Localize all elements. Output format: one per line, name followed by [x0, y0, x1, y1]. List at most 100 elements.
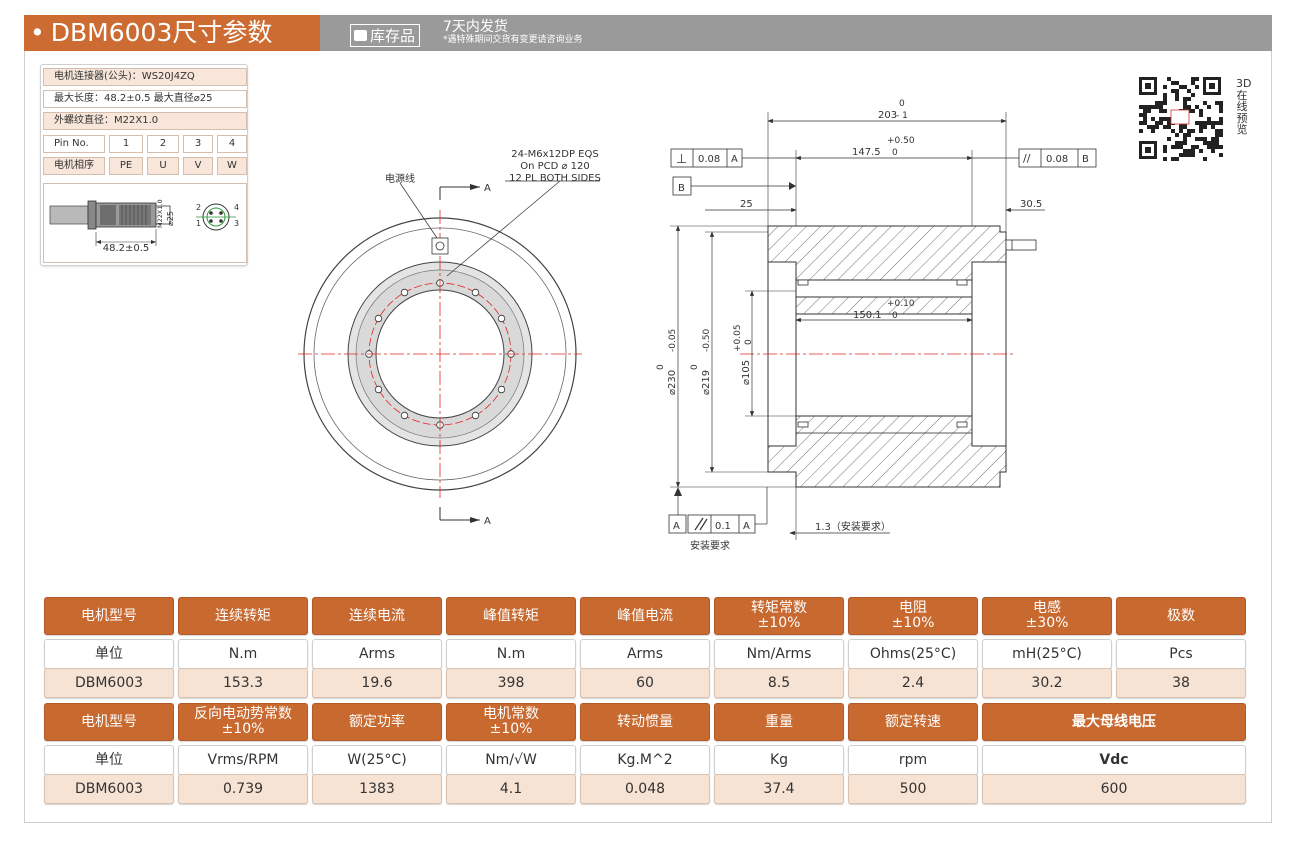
shipping-info: 7天内发货 *遇特殊期间交货有变更请咨询业务	[443, 20, 583, 46]
table-cell-units: Vrms/RPM	[178, 745, 308, 775]
perpendicularity-icon: ⊥	[676, 152, 687, 167]
shipping-note: *遇特殊期间交货有变更请咨询业务	[443, 35, 583, 45]
table-cell-headers: 额定转速	[848, 703, 978, 741]
holes-note: 12 PL BOTH SIDES	[509, 173, 601, 184]
dim-105-tol: 0	[744, 339, 754, 345]
pin-no-cell: 1	[109, 135, 143, 153]
bolt-hole	[374, 314, 383, 323]
dim-105: ⌀105	[741, 360, 752, 385]
table-cell-units: 单位	[44, 639, 174, 669]
parallelism-icon: //	[1023, 152, 1031, 165]
phase-cell: W	[217, 157, 247, 175]
table-cell-units: Pcs	[1116, 639, 1246, 669]
table-cell-headers: 峰值电流	[580, 597, 710, 635]
dim-30: 30.5	[1020, 199, 1042, 210]
gdt-value: 0.08	[1046, 154, 1068, 165]
table-cell-headers: 反向电动势常数±10%	[178, 703, 308, 741]
table-cell-headers: 电机常数±10%	[446, 703, 576, 741]
table-cell-units: N.m	[446, 639, 576, 669]
bolt-hole	[497, 314, 506, 323]
table-cell-values: 398	[446, 668, 576, 698]
table-cell-headers: 转动惯量	[580, 703, 710, 741]
gdt-datum: A	[731, 154, 738, 165]
table-cell-units: Kg.M^2	[580, 745, 710, 775]
holes-note: 24-M6x12DP EQS	[511, 149, 598, 160]
shipping-time: 7天内发货	[443, 19, 508, 35]
holes-note: On PCD ⌀ 120	[520, 161, 590, 172]
table-cell-units: rpm	[848, 745, 978, 775]
table-cell-headers: 转矩常数±10%	[714, 597, 844, 635]
table-cell-values: 19.6	[312, 668, 442, 698]
phase-cell: V	[183, 157, 213, 175]
table-cell-values: 600	[982, 774, 1246, 804]
connector-info-box: 电机连接器(公头)：WS20J4ZQ 最大长度：48.2±0.5 最大直径⌀25…	[40, 64, 248, 266]
table-cell-units: Arms	[312, 639, 442, 669]
table-cell-values: 153.3	[178, 668, 308, 698]
page-title: •DBM6003尺寸参数	[24, 15, 320, 51]
table-cell-headers: 峰值转矩	[446, 597, 576, 635]
dim-147: 147.5	[852, 147, 881, 158]
gdt-datum: B	[1082, 154, 1089, 165]
dim-219: ⌀219	[701, 370, 712, 395]
pin-no-cell: 3	[183, 135, 213, 153]
dim-230-tol: -0.05	[668, 329, 678, 352]
bolt-hole	[471, 288, 480, 297]
table-cell-values: 2.4	[848, 668, 978, 698]
table-cell-headers: 连续电流	[312, 597, 442, 635]
pin-no-cell: 2	[147, 135, 179, 153]
table-cell-values: DBM6003	[44, 774, 174, 804]
dim-150-tol: 0	[892, 311, 898, 321]
phase-header: 电机相序	[43, 157, 105, 175]
section-mark: A	[484, 516, 491, 527]
dim-25: 25	[740, 199, 753, 210]
dim-203: 203	[878, 110, 897, 121]
table-cell-units: Kg	[714, 745, 844, 775]
gdt-value: 0.1	[715, 521, 731, 532]
table-cell-units: mH(25°C)	[982, 639, 1112, 669]
dim-147-tol: +0.50	[887, 136, 915, 146]
bolt-hole	[471, 411, 480, 420]
table-cell-units: N.m	[178, 639, 308, 669]
gdt-datum: A	[743, 521, 750, 532]
table-cell-values: 500	[848, 774, 978, 804]
table-cell-headers: 极数	[1116, 597, 1246, 635]
install-requirement: 安装要求	[690, 539, 730, 552]
pin-no-header: Pin No.	[43, 135, 105, 153]
qr-code[interactable]	[1137, 75, 1223, 161]
truck-icon	[354, 30, 367, 41]
connector-drawing: 48.2±0.5 M22X1.0 ⌀25 2 4 1 3	[43, 183, 247, 263]
dim-219-tol: 0	[690, 364, 700, 370]
phase-cell: U	[147, 157, 179, 175]
front-view: 电源线 24-M6x12DP EQS On PCD ⌀ 120 12 PL BO…	[298, 149, 601, 527]
table-cell-values: 30.2	[982, 668, 1112, 698]
table-cell-values: DBM6003	[44, 668, 174, 698]
stock-badge: 库存品	[350, 24, 421, 47]
table-cell-headers: 额定功率	[312, 703, 442, 741]
dim-147-tol: 0	[892, 148, 898, 158]
datum-b: B	[678, 183, 685, 194]
table-cell-headers: 电机型号	[44, 597, 174, 635]
table-cell-values: 1383	[312, 774, 442, 804]
table-cell-headers: 连续转矩	[178, 597, 308, 635]
connector-dimensions: 最大长度：48.2±0.5 最大直径⌀25	[43, 90, 247, 108]
connector-length-label: 48.2±0.5	[103, 243, 150, 254]
connector-dia-label: ⌀25	[166, 211, 175, 226]
dim-105-tol: +0.05	[733, 324, 743, 352]
table-cell-headers: 重量	[714, 703, 844, 741]
gdt-value: 0.08	[698, 154, 720, 165]
table-cell-headers: 最大母线电压	[982, 703, 1246, 741]
table-cell-values: 8.5	[714, 668, 844, 698]
pin-no-cell: 4	[217, 135, 247, 153]
section-mark: A	[484, 183, 491, 194]
runout-icon	[694, 517, 708, 531]
bolt-hole	[497, 385, 506, 394]
technical-drawing: 电源线 24-M6x12DP EQS On PCD ⌀ 120 12 PL BO…	[298, 99, 1097, 552]
connector-thread: 外螺纹直径：M22X1.0	[43, 112, 247, 130]
dim-203-tol: - 1	[896, 111, 908, 121]
table-cell-units: Nm/Arms	[714, 639, 844, 669]
table-cell-values: 37.4	[714, 774, 844, 804]
table-cell-values: 4.1	[446, 774, 576, 804]
table-cell-headers: 电感±30%	[982, 597, 1112, 635]
section-view: 203 0 - 1 147.5 +0.50 0 150.1 +0.10 0 25…	[656, 99, 1097, 552]
phase-cell: PE	[109, 157, 143, 175]
